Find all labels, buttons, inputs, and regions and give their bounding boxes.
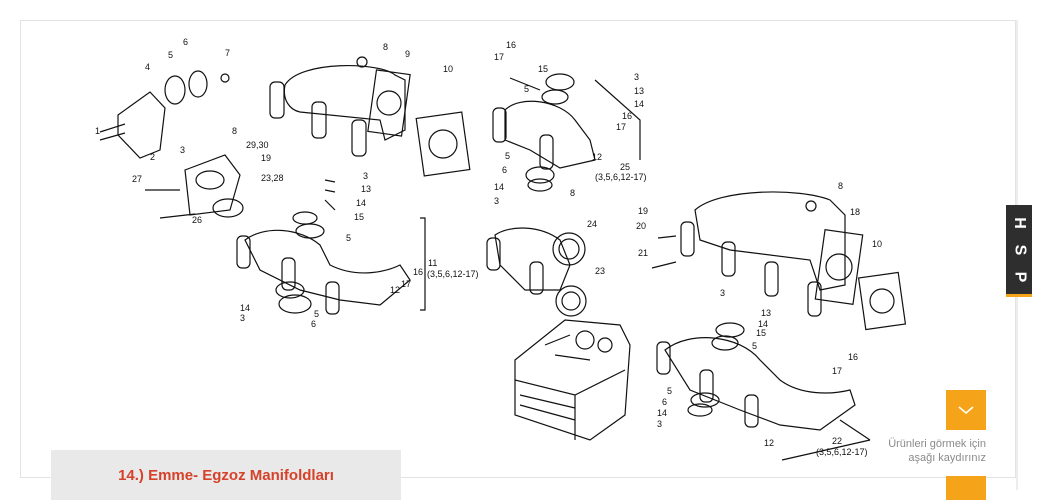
svg-text:23: 23 (595, 266, 605, 276)
svg-text:19: 19 (638, 206, 648, 216)
svg-text:8: 8 (570, 188, 575, 198)
svg-text:5: 5 (752, 341, 757, 351)
svg-text:7: 7 (225, 48, 230, 58)
svg-text:4: 4 (145, 62, 150, 72)
svg-text:3: 3 (720, 288, 725, 298)
svg-text:6: 6 (311, 319, 316, 329)
svg-text:12: 12 (592, 152, 602, 162)
svg-text:8: 8 (383, 42, 388, 52)
svg-text:13: 13 (361, 184, 371, 194)
svg-text:5: 5 (505, 151, 510, 161)
svg-text:16: 16 (413, 267, 423, 277)
svg-text:19: 19 (261, 153, 271, 163)
scroll-down-button[interactable] (946, 390, 986, 430)
svg-text:29,30: 29,30 (246, 140, 269, 150)
svg-text:17: 17 (494, 52, 504, 62)
svg-text:(3,5,6,12-17): (3,5,6,12-17) (595, 172, 647, 182)
svg-text:23,28: 23,28 (261, 173, 284, 183)
hsp-side-badge[interactable]: H S P (1006, 205, 1032, 297)
badge-letter-h: H (1011, 216, 1028, 229)
svg-text:12: 12 (764, 438, 774, 448)
svg-text:14: 14 (494, 182, 504, 192)
svg-text:(3,5,6,12-17): (3,5,6,12-17) (427, 269, 479, 279)
svg-text:17: 17 (832, 366, 842, 376)
svg-text:2: 2 (150, 152, 155, 162)
svg-text:16: 16 (506, 40, 516, 50)
svg-text:6: 6 (662, 397, 667, 407)
svg-text:14: 14 (356, 198, 366, 208)
section-title-bar: 14.) Emme- Egzoz Manifoldları (51, 450, 401, 500)
svg-text:21: 21 (638, 248, 648, 258)
svg-text:26: 26 (192, 215, 202, 225)
scroll-hint: Ürünleri görmek için aşağı kaydırınız (888, 437, 986, 465)
svg-text:22: 22 (832, 436, 842, 446)
svg-text:20: 20 (636, 221, 646, 231)
svg-text:8: 8 (232, 126, 237, 136)
svg-text:14: 14 (240, 303, 250, 313)
svg-text:11: 11 (428, 258, 437, 268)
svg-text:10: 10 (872, 239, 882, 249)
svg-text:16: 16 (622, 111, 632, 121)
svg-text:6: 6 (502, 165, 507, 175)
svg-text:14: 14 (634, 99, 644, 109)
svg-text:16: 16 (848, 352, 858, 362)
svg-text:14: 14 (657, 408, 667, 418)
svg-text:17: 17 (401, 279, 411, 289)
svg-text:5: 5 (314, 309, 319, 319)
svg-text:(3,5,6,12-17): (3,5,6,12-17) (816, 447, 868, 457)
svg-text:27: 27 (132, 174, 142, 184)
svg-text:10: 10 (443, 64, 453, 74)
scroll-hint-line1: Ürünleri görmek için (888, 438, 986, 450)
svg-text:15: 15 (756, 328, 766, 338)
scroll-hint-line2: aşağı kaydırınız (908, 452, 986, 464)
svg-text:3: 3 (657, 419, 662, 429)
svg-text:3: 3 (363, 171, 368, 181)
accent-block (946, 476, 986, 500)
svg-text:13: 13 (634, 86, 644, 96)
svg-text:3: 3 (494, 196, 499, 206)
svg-text:5: 5 (346, 233, 351, 243)
svg-text:1: 1 (95, 126, 100, 136)
svg-text:18: 18 (850, 207, 860, 217)
svg-text:14: 14 (758, 319, 768, 329)
section-title: 14.) Emme- Egzoz Manifoldları (118, 466, 334, 484)
diagram-frame (20, 20, 1016, 478)
svg-text:12: 12 (390, 285, 400, 295)
svg-text:6: 6 (183, 37, 188, 47)
svg-text:24: 24 (587, 219, 597, 229)
badge-letter-p: P (1010, 271, 1028, 282)
svg-text:13: 13 (761, 308, 771, 318)
svg-text:15: 15 (538, 64, 548, 74)
svg-text:8: 8 (838, 181, 843, 191)
svg-text:5: 5 (667, 386, 672, 396)
chevron-down-icon (958, 406, 974, 415)
svg-text:15: 15 (354, 212, 364, 222)
svg-text:3: 3 (634, 72, 639, 82)
svg-text:3: 3 (180, 145, 185, 155)
svg-text:3: 3 (240, 313, 245, 323)
svg-text:5: 5 (168, 50, 173, 60)
svg-text:9: 9 (405, 49, 410, 59)
svg-text:17: 17 (616, 122, 626, 132)
badge-letter-s: S (1010, 244, 1028, 255)
svg-text:5: 5 (524, 84, 529, 94)
svg-text:25: 25 (620, 162, 630, 172)
